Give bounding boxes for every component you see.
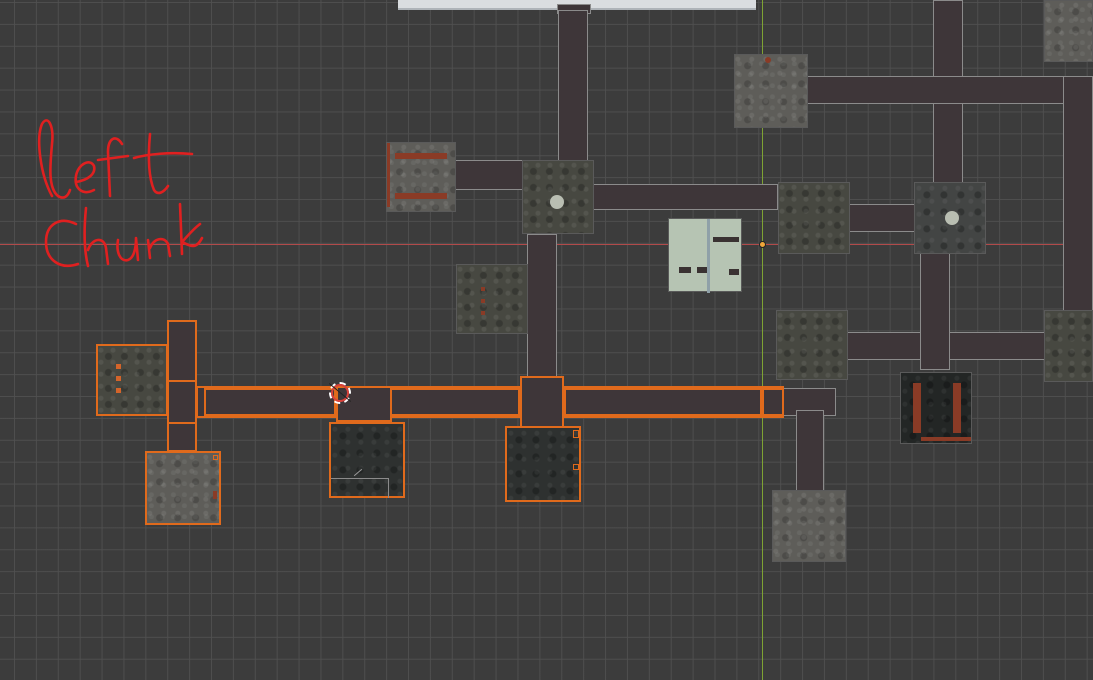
selected-room-southwest[interactable] <box>145 451 221 525</box>
selected-room-west[interactable] <box>96 344 168 416</box>
annotation-handwriting <box>37 119 204 268</box>
room-marker <box>116 376 121 381</box>
room-stripe <box>953 383 961 433</box>
annotation-text: left Chunk <box>30 104 31 105</box>
selected-room-south-b[interactable] <box>505 426 581 502</box>
selected-corridor-end-cap[interactable] <box>762 388 784 416</box>
room-furniture <box>729 269 739 275</box>
room-marker <box>481 311 485 315</box>
room-marker <box>213 455 218 460</box>
corridor-north-vertical[interactable] <box>558 10 588 162</box>
room-marker <box>573 464 579 470</box>
room-stripe <box>921 437 971 441</box>
room-pillar <box>945 211 959 225</box>
room-hub-center[interactable] <box>522 160 594 234</box>
selected-corridor-west-joint[interactable] <box>167 380 197 424</box>
room-right-edge[interactable] <box>1044 310 1093 382</box>
room-marker <box>116 388 121 393</box>
room-divider <box>707 219 710 293</box>
room-north-east[interactable] <box>734 54 808 128</box>
room-stripe <box>395 193 447 199</box>
corridor-west-stub[interactable] <box>455 160 523 190</box>
room-east-dark[interactable] <box>900 372 972 444</box>
selected-corridor-segment-2[interactable] <box>390 388 520 416</box>
corridor-center-vertical[interactable] <box>527 234 557 380</box>
room-mid-west[interactable] <box>456 264 528 334</box>
room-furniture <box>697 267 707 273</box>
room-inner-frame <box>331 478 389 498</box>
room-east-b[interactable] <box>776 310 848 380</box>
selected-room-south-a[interactable] <box>329 422 405 498</box>
room-marker <box>573 430 579 438</box>
3d-cursor-icon[interactable] <box>329 382 351 404</box>
corridor-upper-right[interactable] <box>806 76 1076 104</box>
room-stripe <box>387 143 390 207</box>
room-pale-green[interactable] <box>668 218 742 293</box>
selected-corridor-segment-1[interactable] <box>204 388 336 416</box>
room-west-striped[interactable] <box>386 142 456 212</box>
annotation-scribble: left Chunk <box>30 104 210 280</box>
corridor-south-vertical[interactable] <box>796 410 824 492</box>
selected-corridor-tee-1[interactable] <box>336 386 392 422</box>
room-furniture <box>679 267 691 273</box>
room-east-hub[interactable] <box>914 182 986 254</box>
y-axis-line <box>762 0 763 680</box>
room-marker <box>481 299 485 303</box>
room-marker <box>481 287 485 291</box>
corridor-right-edge[interactable] <box>1063 76 1093 312</box>
room-stripe <box>395 153 447 159</box>
corridor-east-horizontal[interactable] <box>592 184 778 210</box>
room-pillar <box>550 195 564 209</box>
room-stripe <box>913 383 921 433</box>
room-south-east[interactable] <box>772 490 846 562</box>
origin-point-icon[interactable] <box>759 241 766 248</box>
room-furniture <box>713 237 739 242</box>
room-inner-line <box>353 468 363 477</box>
corridor-east-link[interactable] <box>848 204 916 232</box>
selected-corridor-tee-2[interactable] <box>520 376 564 428</box>
room-east-a[interactable] <box>778 182 850 254</box>
corridor-right-vertical[interactable] <box>920 252 950 370</box>
room-marker <box>213 491 217 499</box>
room-marker <box>116 364 121 369</box>
room-marker <box>765 57 771 63</box>
room-top-right[interactable] <box>1044 0 1093 62</box>
selected-corridor-segment-3[interactable] <box>564 388 762 416</box>
